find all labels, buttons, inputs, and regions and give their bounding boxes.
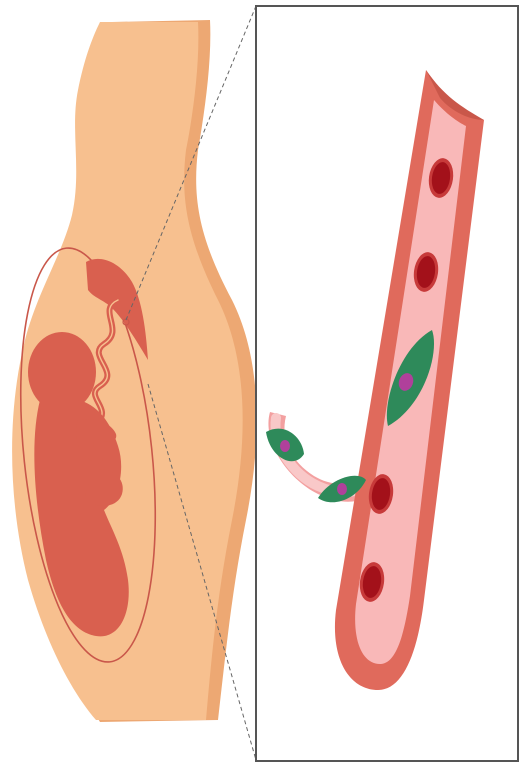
pregnant-body-illustration — [3, 20, 257, 722]
